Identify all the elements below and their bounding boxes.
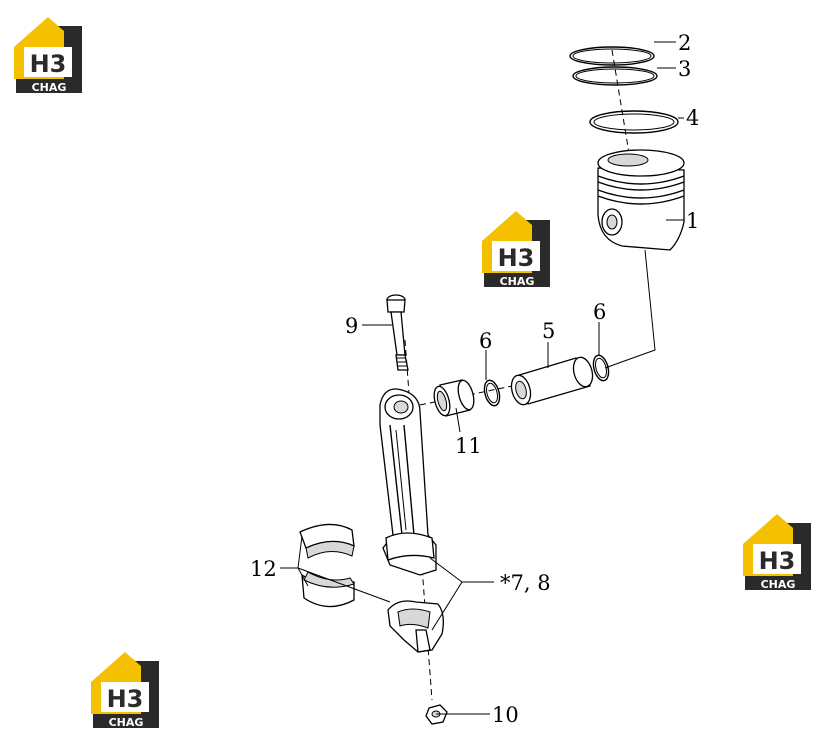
snap-ring-right (592, 354, 610, 382)
callout-7-8: *7, 8 (500, 571, 551, 595)
connecting-rod-bolt (386, 294, 409, 371)
brand-logo: H3 CHAG (743, 514, 811, 591)
callout-9: 9 (345, 314, 358, 338)
callout-10: 10 (492, 703, 519, 727)
leader-lines (280, 41, 684, 715)
oil-control-ring (589, 110, 679, 134)
bearing-shell-upper (299, 523, 355, 559)
brand-logo: H3 CHAG (91, 652, 159, 729)
snap-ring-left (483, 379, 501, 407)
callout-4: 4 (686, 106, 699, 130)
connecting-rod-cap (387, 600, 444, 653)
piston-pin (510, 356, 594, 406)
piston-ring-top (569, 46, 655, 66)
callout-1: 1 (686, 209, 699, 233)
logo-text-bottom: CHAG (500, 275, 535, 288)
bearing-shell-lower (301, 571, 355, 608)
callout-12: 12 (250, 557, 277, 581)
logo-text-top: H3 (498, 244, 535, 272)
logo-text-bottom: CHAG (761, 578, 796, 591)
brand-logo: H3 CHAG (482, 211, 550, 288)
logo-text-top: H3 (30, 50, 67, 78)
piston (597, 149, 685, 251)
logo-text-top: H3 (759, 547, 796, 575)
piston-ring-second (572, 66, 658, 86)
small-end-bushing (433, 379, 475, 417)
callout-2: 2 (678, 31, 691, 55)
callout-3: 3 (678, 57, 691, 81)
callout-6-right: 6 (593, 300, 606, 324)
callout-11: 11 (455, 434, 482, 458)
callout-5: 5 (542, 319, 555, 343)
connecting-rod (379, 388, 437, 576)
logo-text-top: H3 (107, 685, 144, 713)
logo-text-bottom: CHAG (109, 716, 144, 729)
logo-text-bottom: CHAG (32, 81, 67, 94)
brand-logo: H3 CHAG (14, 17, 82, 94)
callout-6-left: 6 (479, 329, 492, 353)
